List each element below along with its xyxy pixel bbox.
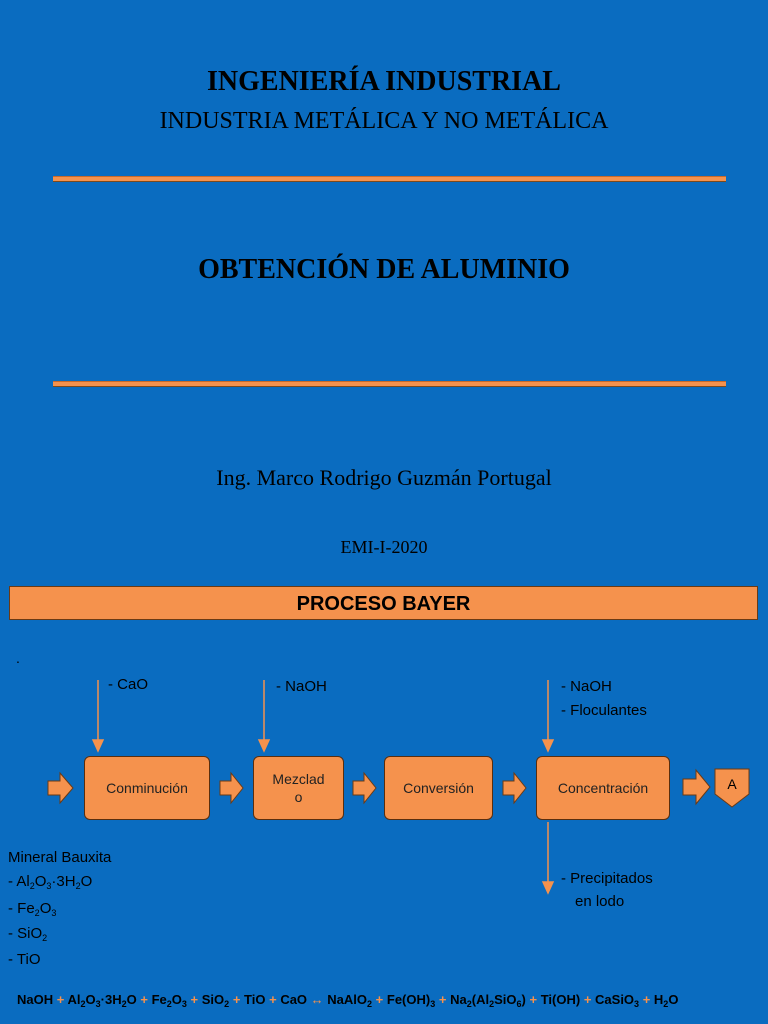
step-conversion-label: Conversión (403, 780, 474, 796)
course-title: INGENIERÍA INDUSTRIAL (207, 66, 561, 97)
step-concentracion-label: Concentración (557, 780, 649, 796)
input-floculantes: - Floculantes (561, 702, 647, 719)
block-arrow-2 (352, 771, 377, 805)
input-cao: - CaO (108, 676, 149, 693)
reaction-equation: NaOH + Al2O3·3H2O + Fe2O3 + SiO2 + TiO +… (17, 992, 679, 1009)
feed-item-sio2: - SiO2 (8, 925, 48, 943)
step-conminucion: Conminución (84, 756, 210, 820)
connector-a-shape (714, 768, 750, 808)
author-name: Ing. Marco Rodrigo Guzmán Portugal (216, 465, 552, 490)
block-arrow-4 (682, 768, 711, 806)
input-naoh-mezclado: - NaOH (276, 678, 327, 695)
stray-dot: . (16, 650, 20, 666)
block-arrow-1 (219, 771, 244, 805)
feed-item-tio: - TiO (8, 951, 41, 968)
output-precipitados: - Precipitados (561, 870, 653, 887)
topic-title: OBTENCIÓN DE ALUMINIO (198, 254, 570, 285)
input-naoh-concentracion: - NaOH (561, 678, 612, 695)
step-conminucion-label: Conminución (106, 780, 188, 796)
step-concentracion: Concentración (536, 756, 670, 820)
block-arrow-3 (502, 771, 527, 805)
feed-item-al2o3: - Al2O3·3H2O (8, 873, 93, 891)
step-mezclado-label-1: Mezclad (272, 771, 325, 787)
connector-a-label: A (727, 776, 737, 792)
output-lodo: en lodo (575, 893, 625, 910)
step-conversion: Conversión (384, 756, 493, 820)
feed-item-fe2o3: - Fe2O3 (8, 900, 57, 918)
step-mezclado-label-2: o (294, 789, 303, 805)
step-mezclado: Mezclad o (253, 756, 344, 820)
block-arrow-feed (47, 771, 74, 805)
course-subtitle: INDUSTRIA METÁLICA Y NO METÁLICA (159, 108, 609, 134)
feed-title: Mineral Bauxita (8, 849, 112, 866)
term-label: EMI-I-2020 (340, 537, 428, 557)
divider-top (53, 176, 726, 182)
divider-bottom (53, 381, 726, 387)
process-banner: PROCESO BAYER (9, 586, 758, 620)
